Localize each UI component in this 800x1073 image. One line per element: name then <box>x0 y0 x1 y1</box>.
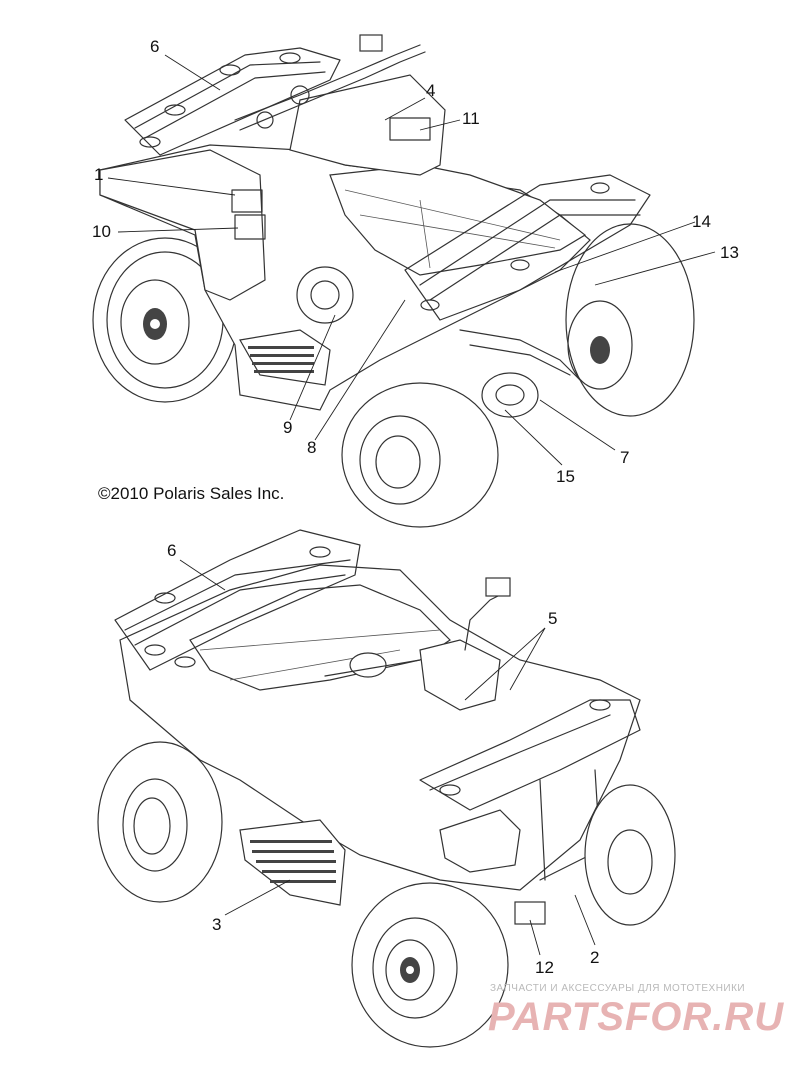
front-left-wheel <box>351 882 509 1048</box>
top-callouts: 6 4 11 1 10 14 13 9 8 7 15 <box>92 37 739 486</box>
callout-3: 3 <box>212 915 221 934</box>
handlebars <box>234 34 426 131</box>
callout-6-top: 6 <box>150 37 159 56</box>
atv-front-view <box>97 529 676 1048</box>
front-right-wheel <box>565 223 695 417</box>
watermark-brand: PARTSFOR.RU <box>488 995 784 1039</box>
bottom-leaders <box>179 559 596 956</box>
callout-15: 15 <box>556 467 575 486</box>
callout-11: 11 <box>462 109 480 128</box>
callout-7: 7 <box>620 448 629 467</box>
callout-8: 8 <box>307 438 316 457</box>
watermark: ЗАПЧАСТИ И АКСЕССУАРЫ ДЛЯ МОТОТЕХНИКИ PA… <box>488 983 784 1039</box>
callout-12: 12 <box>535 958 554 977</box>
callout-6-bottom: 6 <box>167 541 176 560</box>
callout-2: 2 <box>590 948 599 967</box>
front-right-wheel <box>584 784 676 926</box>
callout-10: 10 <box>92 222 111 241</box>
callout-1: 1 <box>94 165 103 184</box>
callout-14: 14 <box>692 212 711 231</box>
callout-5: 5 <box>548 609 557 628</box>
rear-rack <box>404 174 651 321</box>
callout-4: 4 <box>426 81 435 100</box>
front-rack <box>124 47 341 156</box>
rear-wheel <box>97 741 223 903</box>
callout-9: 9 <box>283 418 292 437</box>
top-leaders <box>107 54 716 466</box>
watermark-tagline: ЗАПЧАСТИ И АКСЕССУАРЫ ДЛЯ МОТОТЕХНИКИ <box>490 983 745 994</box>
rear-rack-front-view <box>114 529 361 671</box>
atv-rear-view <box>92 34 695 528</box>
bottom-callouts: 6 5 3 12 2 <box>167 541 599 977</box>
rear-left-wheel <box>341 382 499 528</box>
copyright-text: ©2010 Polaris Sales Inc. <box>98 484 284 503</box>
callout-13: 13 <box>720 243 739 262</box>
